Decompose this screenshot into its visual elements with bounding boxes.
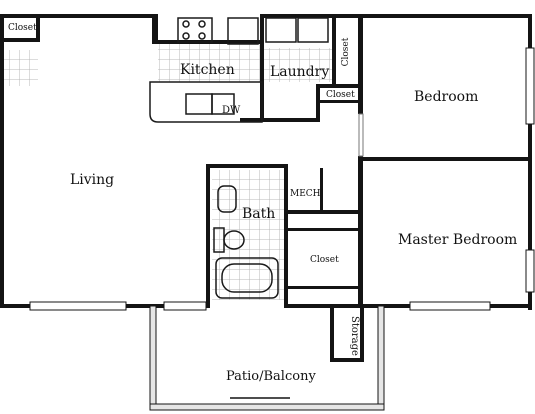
bath-sink-icon xyxy=(217,185,237,213)
label-patio: Patio/Balcony xyxy=(226,369,316,384)
stove-icon xyxy=(177,17,213,43)
dryer-icon xyxy=(297,17,329,43)
door-bedroom xyxy=(358,113,364,157)
sink-icon xyxy=(185,93,213,115)
bathtub-icon xyxy=(215,257,279,299)
label-kitchen: Kitchen xyxy=(180,62,235,78)
fridge-icon xyxy=(227,17,259,45)
laundry-tile xyxy=(262,48,336,82)
label-bedroom: Bedroom xyxy=(414,89,478,105)
patio xyxy=(149,305,385,411)
label-closet-small: Closet xyxy=(326,90,355,100)
kitchen-fixtures xyxy=(149,17,329,299)
window-bedroom-right xyxy=(525,47,535,125)
label-mech: MECH xyxy=(290,189,321,199)
windows xyxy=(29,47,535,311)
label-living: Living xyxy=(70,172,114,188)
label-bath: Bath xyxy=(242,206,275,222)
window-master-right xyxy=(525,249,535,293)
washer-icon xyxy=(265,17,297,43)
window-master xyxy=(409,301,491,311)
bath-tile xyxy=(212,170,284,300)
label-closet-master: Closet xyxy=(310,255,339,265)
room-labels: Closet Kitchen Laundry Closet Closet Bed… xyxy=(8,23,517,384)
label-storage: Storage xyxy=(349,316,360,356)
kitchen-tile xyxy=(158,44,262,82)
label-closet-top: Closet xyxy=(8,23,37,33)
label-closet-laundry: Closet xyxy=(341,37,351,66)
label-laundry: Laundry xyxy=(270,64,329,80)
label-master-bedroom: Master Bedroom xyxy=(398,232,517,248)
kitchen-counter xyxy=(149,81,263,123)
label-dw: DW xyxy=(222,105,241,116)
window-living xyxy=(29,301,127,311)
walls xyxy=(0,14,532,362)
entry-tile xyxy=(4,50,38,86)
window-kitchen-bottom xyxy=(163,301,207,311)
